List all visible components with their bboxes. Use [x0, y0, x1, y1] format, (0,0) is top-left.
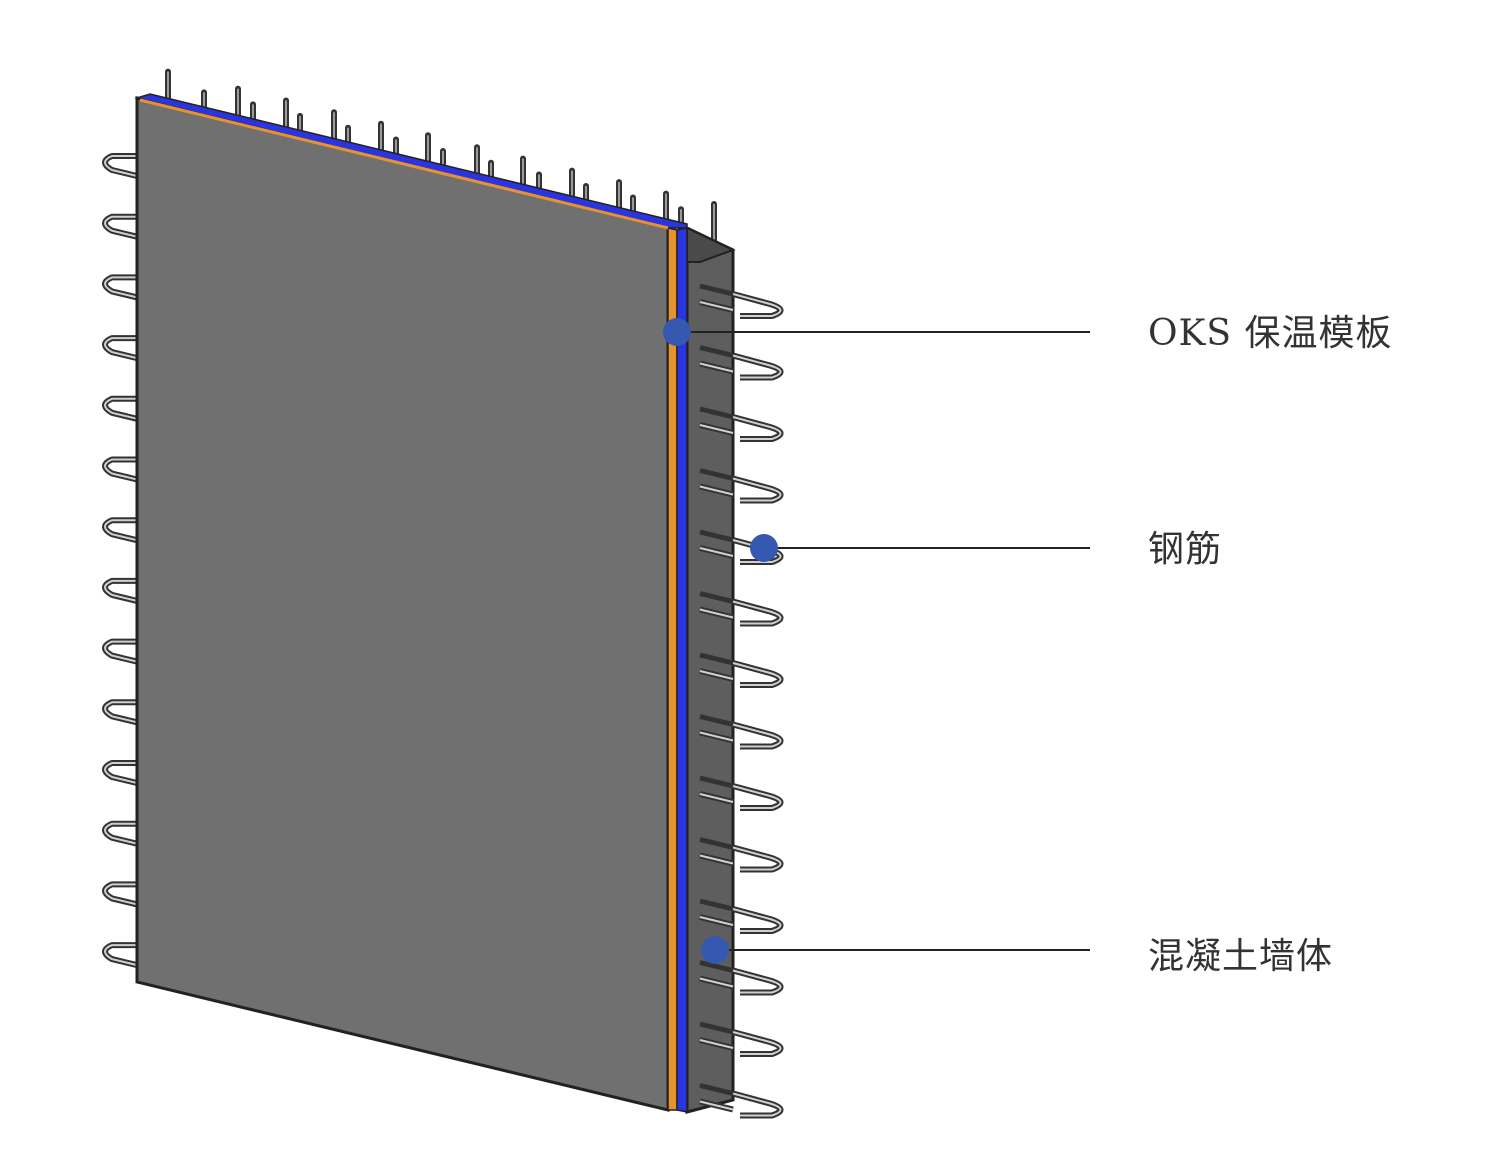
- rebar-loop-back: [699, 283, 734, 297]
- rebar-highlight: [699, 600, 782, 625]
- rebar-loop-back: [699, 652, 734, 666]
- rebar-loop-back: [699, 591, 734, 604]
- callout-marker-insulation-formwork: [663, 318, 691, 346]
- rebar-highlight: [699, 846, 782, 871]
- rebar-highlight: [699, 354, 782, 379]
- rebar-loop-back: [699, 714, 734, 727]
- rebar-highlight: [104, 397, 138, 420]
- rebar-loop-back: [699, 1083, 734, 1096]
- rebar-highlight: [699, 969, 782, 994]
- callout-marker-rebar: [750, 534, 778, 562]
- rebar-loop-back: [699, 960, 734, 973]
- rebar-loop-back: [699, 345, 734, 358]
- rebar-highlight: [699, 416, 782, 440]
- concrete-front-face: [135, 96, 670, 1112]
- rebar-highlight: [699, 1092, 782, 1117]
- right-rebar-loops: [699, 283, 784, 1119]
- rebar-loop-back: [699, 837, 734, 850]
- insulation-top-orange-edge: [139, 98, 669, 230]
- left-rebar-loops: [102, 153, 138, 969]
- callouts: [663, 318, 1090, 964]
- rebar-highlight: [699, 723, 782, 748]
- label-insulation-formwork: OKS 保温模板: [1148, 313, 1393, 354]
- insulation-orange-layer: [667, 227, 678, 1111]
- rebar-highlight: [699, 662, 782, 686]
- rebar-highlight: [699, 785, 782, 809]
- rebar-highlight: [104, 337, 138, 360]
- rebar-highlight: [104, 458, 138, 481]
- rebar-loop-back: [699, 406, 734, 420]
- rebar-highlight: [104, 822, 138, 845]
- callout-marker-concrete-wall: [701, 936, 729, 964]
- rebar-highlight: [104, 155, 138, 177]
- rebar-highlight: [699, 908, 782, 932]
- rebar-highlight: [699, 293, 782, 317]
- rebar-loop-back: [699, 775, 734, 789]
- rebar-highlight: [104, 883, 138, 906]
- rebar-highlight: [104, 640, 138, 663]
- rebar-loop-back: [699, 468, 734, 481]
- label-rebar: 钢筋: [1148, 529, 1223, 570]
- rebar-highlight: [104, 579, 138, 602]
- rebar-highlight: [699, 1031, 782, 1055]
- rebar-highlight: [104, 762, 138, 784]
- rebar-highlight: [699, 477, 782, 502]
- rebar-highlight: [104, 944, 138, 967]
- label-concrete-wall: 混凝土墙体: [1148, 936, 1334, 977]
- rebar-highlight: [104, 701, 138, 724]
- rebar-loop-back: [699, 898, 734, 912]
- rebar-highlight: [104, 215, 138, 238]
- rebar-loop-back: [699, 529, 734, 543]
- insulation-blue-layer: [676, 227, 688, 1113]
- rebar-loop-back: [699, 1021, 734, 1035]
- rebar-highlight: [104, 519, 138, 542]
- rebar-highlight: [104, 276, 138, 299]
